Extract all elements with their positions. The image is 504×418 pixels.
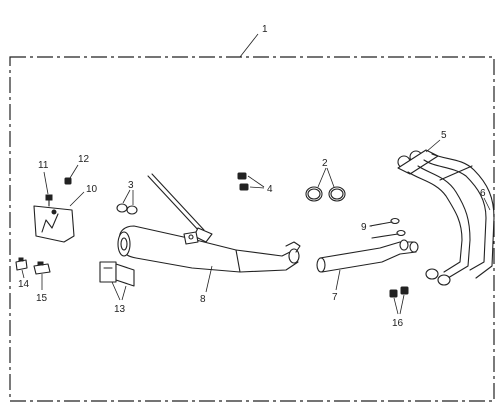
callout-14-label: 14 [18,279,30,290]
callout-8-label: 8 [200,294,206,305]
callout-2-label: 2 [322,158,328,169]
mid-pipe-lower [239,261,299,273]
kit-boundary-frame [9,56,495,402]
nut-16-a [389,289,398,298]
link-pipe-inlet [316,257,326,273]
strap-line-b [151,173,205,231]
part-5-6-header-pipes [397,139,495,286]
callout-15-label: 15 [36,293,48,304]
clip-15-tab [37,261,44,266]
link-pipe-branch-a [399,239,409,251]
part-8-silencer [117,225,301,293]
nut-body [64,177,72,185]
callout-10-label: 10 [86,184,98,195]
callout-11-label: 11 [38,160,49,171]
callout-14-leader [21,269,25,279]
callout-6-leader [483,197,491,211]
part-15-clip [33,261,51,290]
callout-9-label: 9 [361,222,367,233]
callout-1-group [239,33,259,58]
callout-5-leader [425,139,441,153]
part-7-link-pipe [316,239,419,291]
part-13-heat-shields [99,261,135,301]
header-outlet-a [425,268,439,280]
mid-pipe-spigot [285,241,301,253]
header-pipe-2-inner [431,153,495,279]
callout-12-leader [69,164,79,179]
callout-13-leader-a [111,281,121,301]
silencer-outlet [120,237,128,251]
bracket-slot [41,213,59,233]
callout-7-leader [335,269,341,291]
callout-7-label: 7 [332,292,338,303]
callout-4-leader-b [249,186,265,189]
part-12-nut [64,164,79,185]
bolt-head [45,194,53,201]
callout-16-leader-a [393,297,399,315]
part-2-gaskets [305,167,346,202]
header-pipe-1-inner [417,165,471,279]
gasket-right-inner [330,188,344,200]
strap-line-a [147,175,201,233]
spring-9-b [371,233,399,239]
header-outlet-b [437,274,451,286]
silencer-body [119,225,241,273]
gasket-right [328,186,346,202]
header-pipe-1-outer [407,171,463,273]
gasket-left [305,186,323,202]
heat-shield-b [115,263,135,287]
part-14-clip [15,257,28,279]
callout-3-label: 3 [128,180,134,191]
callout-11-leader [43,171,49,195]
callout-2-leader-a [317,167,327,188]
callout-16-label: 16 [392,318,404,329]
mid-pipe-upper [235,249,291,257]
nut-16-b [400,286,409,295]
washer-right [126,205,138,215]
bolt-4-lower [239,183,249,191]
header-pipe-2-outer [423,159,487,271]
callout-10-leader [69,191,85,207]
bolt-4-upper [237,172,247,180]
spring-9-a [369,221,393,227]
spring-9-a-eye [390,217,400,225]
callout-12-label: 12 [78,154,90,165]
callout-8-leader [205,265,213,293]
callout-4-leader-a [247,175,265,188]
callout-6-label: 6 [480,188,486,199]
part-cable-strap [147,173,213,243]
part-4-bolts [237,172,265,191]
callout-4-label: 4 [267,184,273,195]
part-9-springs [369,217,406,239]
silencer-mount [183,231,199,245]
part-3-washers [116,189,138,215]
spring-9-b-eye [396,229,406,237]
link-pipe-branch-b [409,241,419,253]
callout-3-leader-a [122,189,131,204]
callout-2-leader-b [326,167,335,188]
callout-1-leader [239,33,259,58]
callout-13-leader-b [121,285,127,301]
silencer-mount-hole [188,234,194,240]
part-10-bracket [33,191,85,243]
gasket-left-inner [307,188,321,200]
clip-14-tab [18,257,24,262]
part-11-bolt [43,171,53,207]
callout-5-label: 5 [441,130,447,141]
bracket-hole [51,209,57,215]
callout-1-label: 1 [262,24,268,35]
callout-16-leader-b [399,294,405,315]
part-16-nuts [389,286,409,315]
callout-13-label: 13 [114,304,126,315]
mid-pipe-end [288,248,300,264]
washer-left [116,203,128,213]
silencer-end-cap [117,231,131,257]
heat-shield-a [99,261,117,283]
header-band [439,165,473,181]
